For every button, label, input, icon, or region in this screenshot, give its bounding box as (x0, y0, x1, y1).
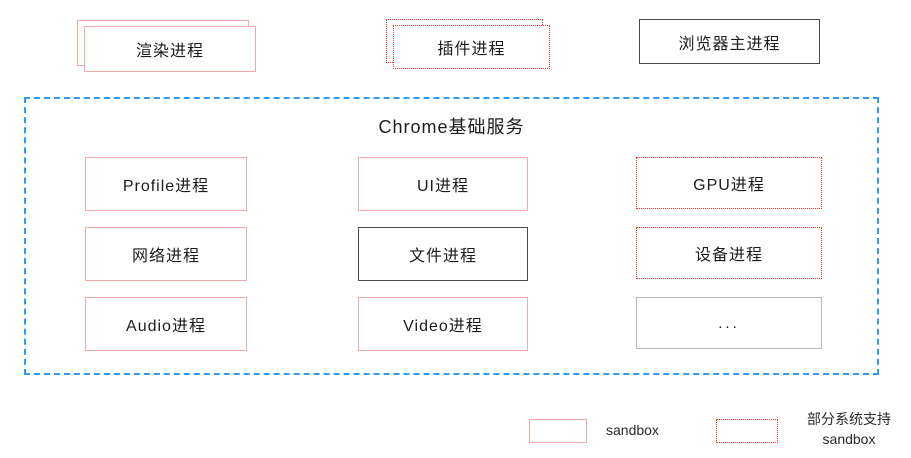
device-process-box[interactable]: 设备进程 (636, 227, 822, 279)
video-process-box[interactable]: Video进程 (358, 297, 528, 351)
chrome-base-services-container: Chrome基础服务 (24, 97, 879, 375)
legend-swatch-partial-sandbox (716, 419, 778, 443)
plugin-process-box[interactable]: 插件进程 (393, 25, 550, 69)
legend-label-partial-sandbox-line2: sandbox (822, 431, 876, 448)
legend-label-sandbox: sandbox (606, 422, 659, 438)
gpu-process-box[interactable]: GPU进程 (636, 157, 822, 209)
render-process-box[interactable]: 渲染进程 (84, 26, 256, 72)
network-process-box[interactable]: 网络进程 (85, 227, 247, 281)
audio-process-box[interactable]: Audio进程 (85, 297, 247, 351)
file-process-box[interactable]: 文件进程 (358, 227, 528, 281)
legend-label-partial-sandbox-line1: 部分系统支持 (807, 411, 891, 427)
browser-main-process-box[interactable]: 浏览器主进程 (639, 19, 820, 64)
legend-label-partial-sandbox: 部分系统支持 sandbox (793, 409, 905, 450)
ui-process-box[interactable]: UI进程 (358, 157, 528, 211)
chrome-base-services-title: Chrome基础服务 (378, 117, 525, 137)
more-processes-box[interactable]: ... (636, 297, 822, 349)
profile-process-box[interactable]: Profile进程 (85, 157, 247, 211)
legend-swatch-sandbox (529, 419, 587, 443)
